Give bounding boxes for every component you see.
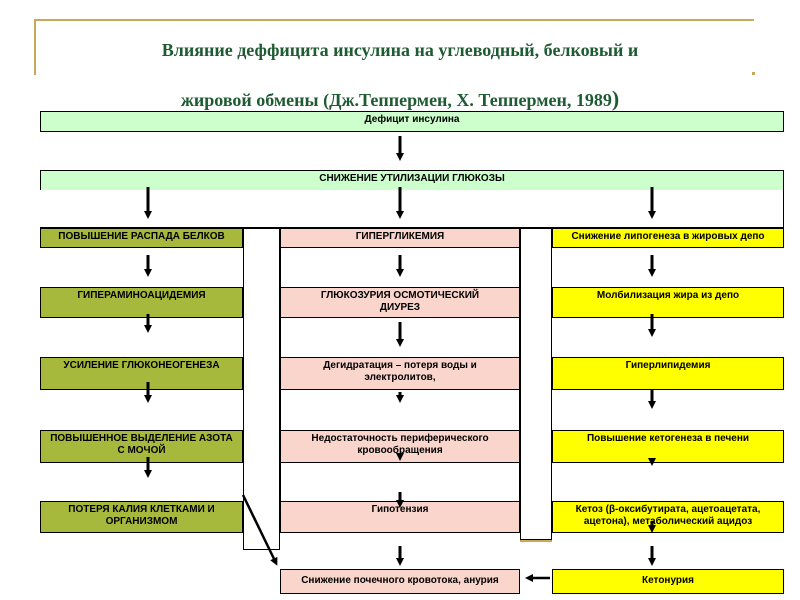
- left-box-2: ГИПЕРАМИНОАЦИДЕМИЯ: [40, 287, 243, 318]
- slide-title-paren: ): [611, 86, 620, 111]
- right-box-2: Молбилизация жира из депо: [552, 287, 784, 318]
- left-box-1: ПОВЫШЕНИЕ РАСПАДА БЕЛКОВ: [40, 228, 243, 248]
- title-frame-top-line: [34, 19, 754, 21]
- right-box-5: Кетоз (β-оксибутирата, ацетоацетата, аце…: [552, 501, 784, 533]
- left-box-3: УСИЛЕНИЕ ГЛЮКОНЕОГЕНЕЗА: [40, 357, 243, 390]
- left-column-frame: [243, 228, 280, 550]
- middle-box-1: ГИПЕРГЛИКЕМИЯ: [280, 228, 520, 248]
- slide-title-line-1: Влияние деффицита инсулина на углеводный…: [161, 40, 639, 60]
- title-frame-dot: [752, 72, 755, 75]
- slide-title-line-2: жировой обмены (Дж.Теппермен, Х. Тепперм…: [0, 86, 800, 112]
- middle-box-6: Снижение почечного кровотока, анурия: [280, 569, 520, 594]
- middle-box-2: ГЛЮКОЗУРИЯ ОСМОТИЧЕСКИЙ ДИУРЕЗ: [280, 287, 520, 318]
- right-box-3: Гиперлипидемия: [552, 357, 784, 390]
- right-box-1: Снижение липогенеза в жировых депо: [552, 228, 784, 248]
- bottom-accent-line: [520, 540, 552, 542]
- title-frame-left-line: [34, 19, 36, 75]
- box-insulin-deficit: Дефицит инсулина: [40, 111, 784, 132]
- right-box-4: Повышение кетогенеза в печени: [552, 430, 784, 463]
- arrow-left-to-renal: [241, 494, 278, 566]
- middle-box-3: Дегидратация – потеря воды и электролито…: [280, 357, 520, 390]
- right-column-frame: [520, 228, 552, 540]
- left-box-5: ПОТЕРЯ КАЛИЯ КЛЕТКАМИ И ОРГАНИЗМОМ: [40, 501, 243, 533]
- right-box-6: Кетонурия: [552, 569, 784, 594]
- slide-title-text: жировой обмены (Дж.Теппермен, Х. Тепперм…: [180, 90, 612, 110]
- left-box-4: ПОВЫШЕННОЕ ВЫДЕЛЕНИЕ АЗОТА С МОЧОЙ: [40, 430, 243, 463]
- right-bracket-box: [40, 190, 784, 228]
